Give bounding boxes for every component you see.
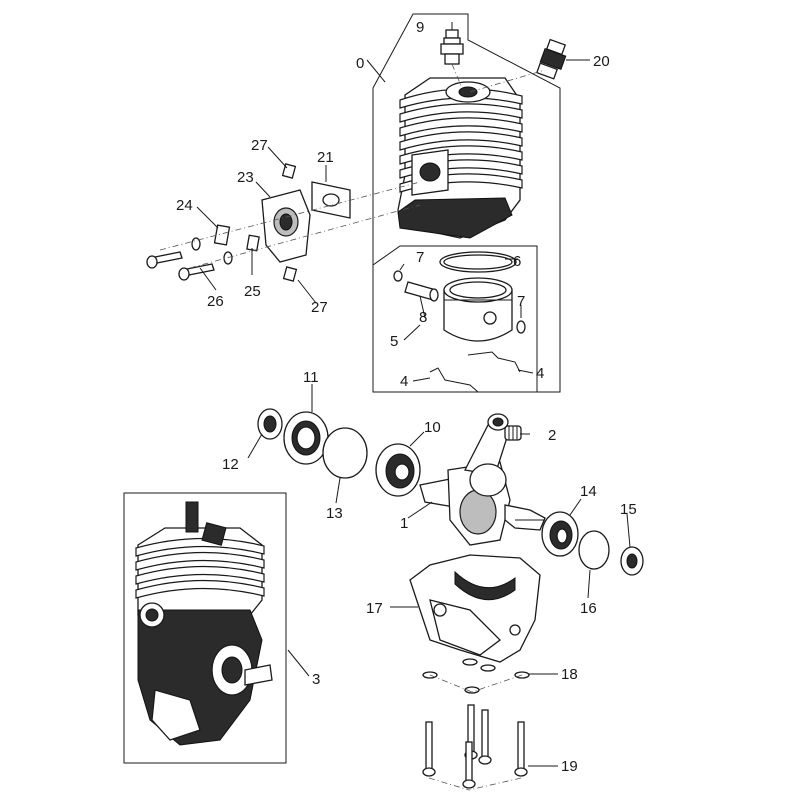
callout-0: 3 <box>312 671 320 688</box>
callout-15: 15 <box>620 501 637 518</box>
callout-23: 23 <box>237 169 254 186</box>
callout-1: 1 <box>400 515 408 532</box>
callout-4-right: 4 <box>536 365 544 382</box>
callout-11: 11 <box>303 369 319 386</box>
callout-6: 6 <box>513 253 521 270</box>
callout-27-bottom: 27 <box>311 299 328 316</box>
callout-4-left: 4 <box>400 373 408 390</box>
callout-18: 18 <box>561 666 578 683</box>
piston-group-frame <box>372 245 538 392</box>
circlip-16[interactable] <box>578 530 610 570</box>
callout-16: 16 <box>580 600 597 617</box>
callout-12: 12 <box>222 456 239 473</box>
callout-7-right: 7 <box>517 293 525 310</box>
circlip-13[interactable] <box>322 427 368 479</box>
intake-gasket[interactable] <box>311 181 351 219</box>
cylinder-group-frame <box>372 13 561 393</box>
callout-9: 9 <box>416 19 424 36</box>
seal-housing[interactable] <box>283 411 329 465</box>
spark-plug[interactable] <box>535 38 567 80</box>
ball-bearing-left[interactable] <box>375 443 421 497</box>
engine-assembly-frame <box>123 492 287 764</box>
callout-7-left: 7 <box>416 249 424 266</box>
cylinder[interactable] <box>397 77 523 239</box>
callout-26: 26 <box>207 293 224 310</box>
callout-24: 24 <box>176 197 193 214</box>
callout-3: 0 <box>356 55 364 72</box>
thrust-clip-upper[interactable] <box>467 351 521 373</box>
callout-25: 25 <box>244 283 261 300</box>
circlip-right[interactable] <box>516 320 526 334</box>
oil-seal-right[interactable] <box>620 546 644 576</box>
engine-assembly[interactable] <box>135 501 273 746</box>
leader-lines <box>196 22 631 767</box>
crankcase[interactable] <box>409 554 541 663</box>
circlip-left[interactable] <box>393 270 403 282</box>
intake-flange[interactable] <box>261 189 311 263</box>
callout-13: 13 <box>326 505 343 522</box>
callout-14: 14 <box>580 483 597 500</box>
callout-27-top: 27 <box>251 137 268 154</box>
callout-20: 20 <box>593 53 610 70</box>
callout-19: 19 <box>561 758 578 775</box>
thrust-clip-lower[interactable] <box>429 367 479 393</box>
callout-2: 2 <box>548 427 556 444</box>
piston-ring[interactable] <box>439 251 517 273</box>
spacer-plate-bottom[interactable] <box>282 266 298 282</box>
intake-screws[interactable] <box>146 251 215 281</box>
decompression-valve[interactable] <box>440 29 464 65</box>
spacer-plate-top[interactable] <box>281 163 297 179</box>
ball-bearing-right[interactable] <box>541 511 579 557</box>
washers[interactable] <box>422 658 530 694</box>
gasket-small-24[interactable] <box>213 224 231 246</box>
spacer-25[interactable] <box>246 234 260 252</box>
callout-21: 21 <box>317 149 334 166</box>
needle-bearing[interactable] <box>504 425 522 441</box>
connecting-rod[interactable] <box>464 413 511 497</box>
piston[interactable] <box>443 277 513 342</box>
piston-pin[interactable] <box>404 281 439 302</box>
callout-10: 10 <box>424 419 441 436</box>
oil-seal-left[interactable] <box>257 408 283 440</box>
callout-8: 8 <box>419 309 427 326</box>
callout-17: 17 <box>366 600 383 617</box>
crankcase-screws[interactable] <box>422 704 528 789</box>
callout-5: 5 <box>390 333 398 350</box>
